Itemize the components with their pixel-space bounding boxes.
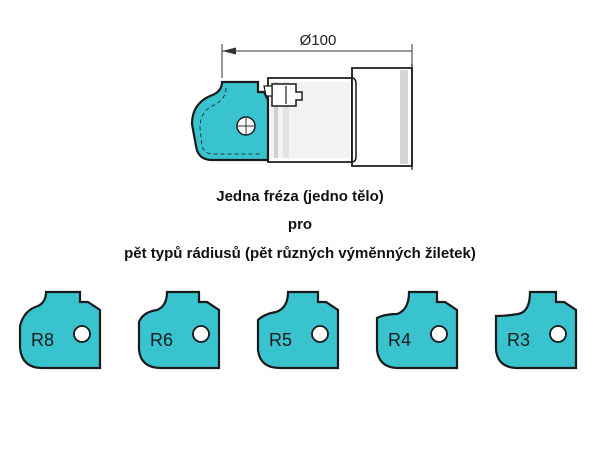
insert-screw-hole [549,325,567,343]
caption-line-2: pro [287,216,313,233]
insert-r4 [375,290,459,370]
insert-r6 [137,290,221,370]
dimension-label: Ø100 [300,32,337,49]
insert-r3 [494,290,578,370]
insert-screw-hole [73,325,91,343]
caption-line-3: pět typů rádiusů (pět různých výměnných … [124,245,476,262]
shaft-step [351,77,357,163]
mounted-insert [190,80,270,162]
insert-screw-hole [311,325,329,343]
insert-label-r6: R6 [150,330,173,350]
insert-r5 [256,290,340,370]
insert-label-r5: R5 [269,330,292,350]
insert-label-r3: R3 [507,330,530,350]
insert-r8 [18,290,102,370]
insert-shape [256,290,340,370]
insert-shape [494,290,578,370]
insert-screw-hole [192,325,210,343]
insert-label-r8: R8 [31,330,54,350]
insert-label-r4: R4 [388,330,411,350]
cutter-body [263,64,413,170]
clamp-screw [271,83,303,107]
caption-line-1: Jedna fréza (jedno tělo) [216,188,384,205]
mounted-insert-inner-line [199,87,262,155]
insert-screw-hole [430,325,448,343]
insert-shape [137,290,221,370]
mounted-insert-shape [190,80,270,162]
dimension-arrowhead [222,47,236,55]
insert-shape [18,290,102,370]
diameter-dimension: Ø100 [221,32,413,78]
insert-shape [375,290,459,370]
